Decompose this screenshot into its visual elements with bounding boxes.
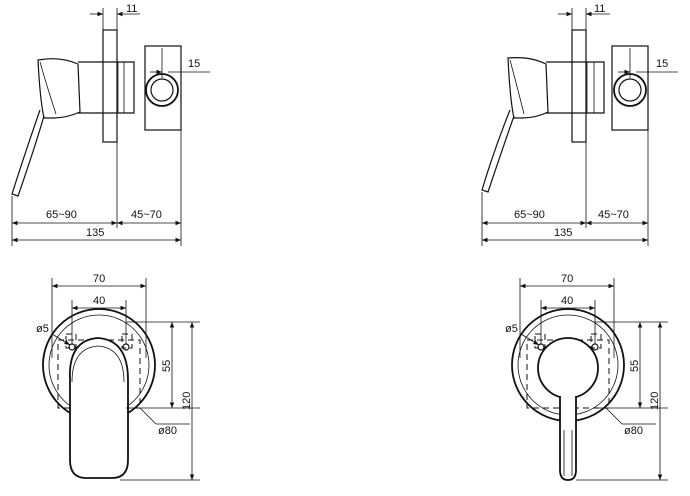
valve-body — [78, 61, 135, 114]
valve-body — [546, 61, 605, 114]
dim-label-120: 120 — [181, 392, 193, 410]
dim-label-plate: ø80 — [624, 425, 643, 437]
right-front-view: 70 40 ø5 55 120 ø80 — [505, 273, 668, 481]
left-front-view: 70 40 ø5 55 120 ø80 — [36, 273, 200, 481]
dim-label-hole: ø5 — [36, 323, 49, 335]
dim-label-lever-reach: 65~90 — [46, 209, 77, 221]
leader-plate — [139, 407, 157, 425]
dim-label-wall-depth: 45~70 — [131, 209, 162, 221]
lever-contour — [39, 61, 57, 115]
dim-label-hole: ø5 — [505, 323, 518, 335]
wall-plate — [102, 29, 118, 143]
lever-head — [37, 58, 81, 119]
wall-plate — [571, 29, 587, 143]
dim-label-70: 70 — [561, 273, 573, 285]
dim-label-120: 120 — [649, 392, 661, 410]
dim-label-total: 135 — [554, 227, 572, 239]
leader-hole — [520, 333, 540, 346]
lever-contour — [71, 345, 125, 383]
lever-handle — [481, 109, 515, 193]
dim-label-40: 40 — [93, 295, 105, 307]
lever-contour — [509, 59, 525, 115]
lever-head — [507, 57, 549, 119]
mount-hole-right — [590, 333, 602, 349]
mount-screw-right — [591, 343, 599, 351]
dim-label-total: 135 — [86, 227, 104, 239]
inlet-pipe-inner — [618, 78, 642, 102]
left-side-view: 11 15 65~90 45~70 135 — [11, 3, 210, 246]
dim-label-40: 40 — [561, 295, 573, 307]
dim-label-11: 11 — [594, 3, 605, 15]
dim-label-15: 15 — [188, 58, 200, 70]
dim-label-lever-reach: 65~90 — [514, 209, 545, 221]
lever-handle — [11, 109, 45, 197]
dim-label-11: 11 — [126, 3, 137, 15]
leader-hole — [51, 333, 71, 346]
lever-handle-front — [69, 337, 129, 479]
dim-label-55: 55 — [161, 360, 173, 372]
in-wall-box — [144, 45, 182, 131]
dim-label-70: 70 — [93, 273, 105, 285]
mount-screw-right — [122, 343, 130, 351]
dim-label-15: 15 — [656, 58, 668, 70]
leader-plate — [605, 407, 623, 425]
mount-hole-right — [121, 333, 133, 349]
in-wall-box — [611, 45, 649, 131]
lever-pin-handle — [559, 396, 577, 481]
dim-label-wall-depth: 45~70 — [598, 209, 629, 221]
handle-hub — [537, 337, 599, 399]
dim-label-55: 55 — [629, 360, 641, 372]
right-side-view: 11 15 65~90 45~70 135 — [481, 3, 678, 246]
inlet-pipe-inner — [150, 78, 174, 102]
dim-label-plate: ø80 — [158, 425, 177, 437]
